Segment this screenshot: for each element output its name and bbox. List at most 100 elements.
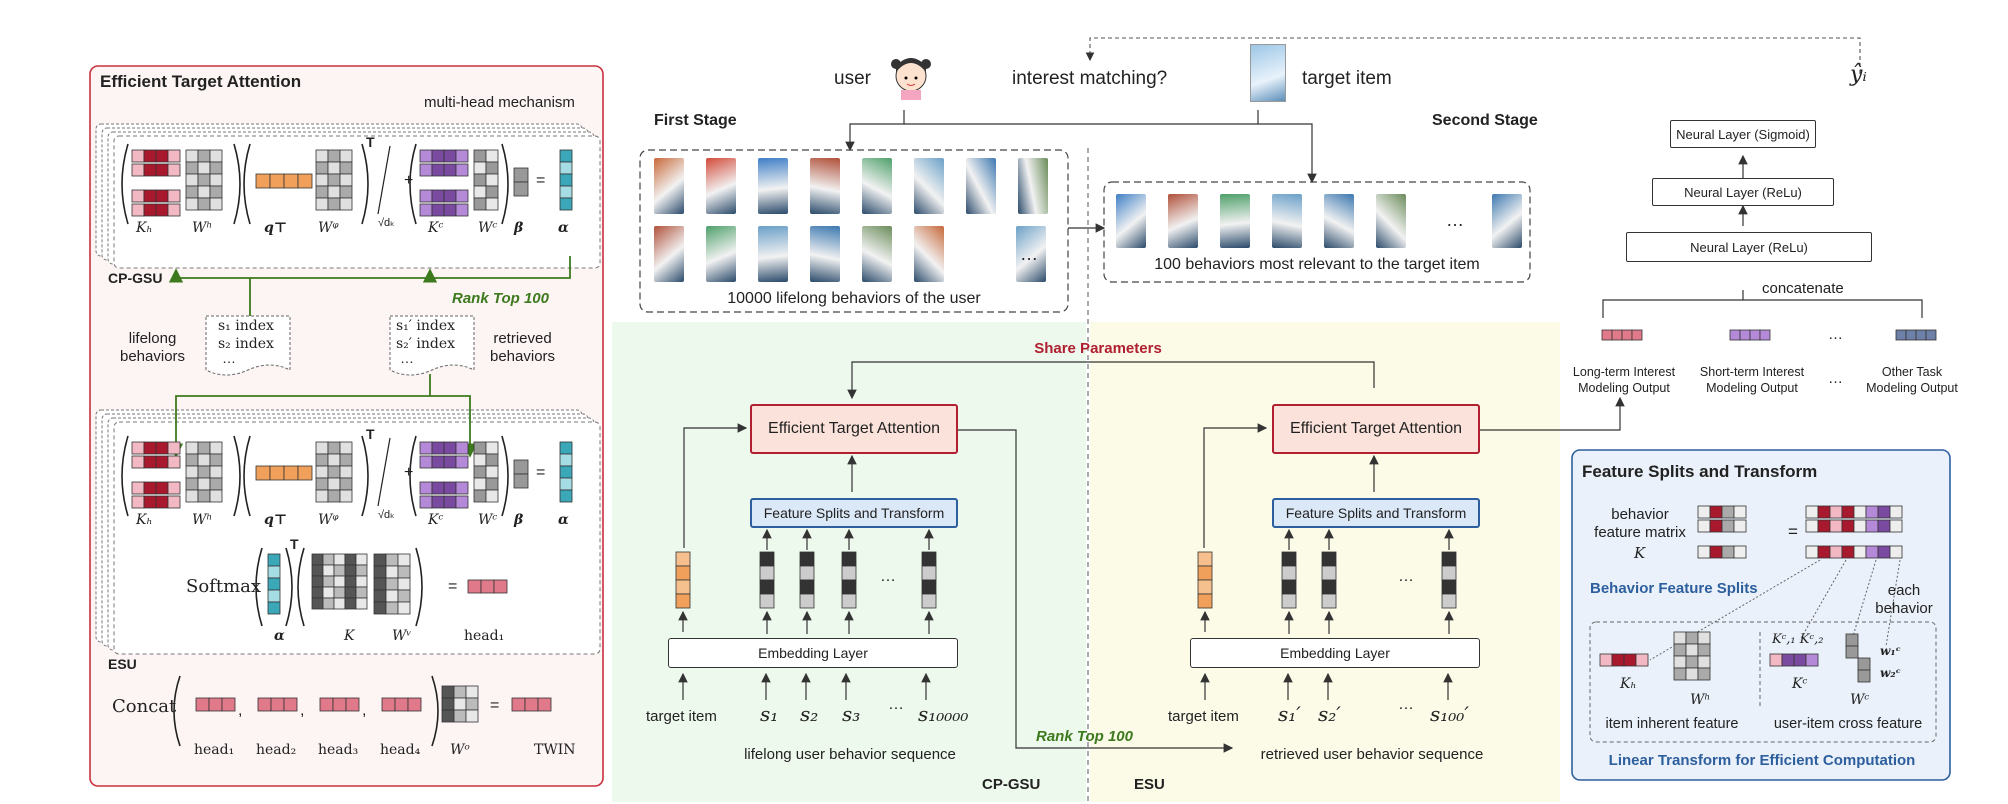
target-item-label-R: target item (1168, 708, 1239, 725)
fs-split-row-3 (1805, 545, 1903, 559)
panel-title: Efficient Target Attention (100, 72, 302, 91)
lifelong-behavior-thumb-r1-6 (914, 158, 944, 214)
cpgsu-formula-wh-matrix (185, 149, 223, 211)
feature-splits-panel (1571, 449, 1951, 781)
esu-formula-paren-l3 (409, 435, 417, 517)
eta-box-esu: Efficient Target Attention (1272, 404, 1480, 454)
wv-label: Wᵛ (392, 628, 412, 644)
interest-matching-label: interest matching? (1012, 68, 1168, 89)
s1-index: s₁ index (218, 318, 274, 334)
esu-formula-paren-l2 (243, 435, 251, 517)
esu-formula-paren-r2 (361, 435, 369, 517)
seq-right-4: s₁₀₀′ (1430, 702, 1469, 726)
relevant-behavior-thumb-1 (1116, 194, 1146, 248)
cpgsu-formula-label-alpha: α (558, 220, 569, 236)
lifelong-ellipsis: … (1020, 244, 1038, 264)
esu-stage-label: ESU (1134, 776, 1165, 793)
fs-wh-label: Wʰ (1690, 692, 1711, 708)
eta-box-cpgsu: Efficient Target Attention (750, 404, 958, 454)
esu-formula-plus: + (404, 464, 414, 481)
concat-head-label-1: head₁ (194, 742, 235, 758)
fs-wc-col2 (1857, 657, 1871, 683)
rank-top-100-label: Rank Top 100 (1036, 728, 1133, 745)
cpgsu-formula-kc-r4 (419, 203, 469, 217)
neural-layer-relu-1: Neural Layer (ReLu) (1652, 178, 1834, 206)
esu-formula-kh-r2 (131, 455, 181, 469)
fs-panel-title: Feature Splits and Transform (1582, 462, 1818, 481)
cpgsu-formula-wq-matrix (315, 149, 353, 211)
concat-label: Concat (112, 696, 177, 717)
softmax-paren-l (255, 547, 263, 627)
fs-equals: = (1788, 522, 1798, 541)
cpgsu-formula-kh-r2 (131, 163, 181, 177)
index-ellipsis: … (222, 350, 236, 366)
short-term-output-label: Short-term Interest Modeling Output (1699, 365, 1805, 395)
lifelong-behavior-thumb-r1-2 (706, 158, 736, 214)
share-parameters-label: Share Parameters (1034, 340, 1162, 357)
target-item-label: target item (1302, 68, 1392, 89)
cpgsu-formula-kh-r4 (131, 203, 181, 217)
seq-right-3: … (1398, 696, 1414, 713)
softmax-paren-l2 (297, 547, 305, 627)
softmax-wv-matrix (373, 553, 411, 615)
concatenate-label: concatenate (1762, 280, 1844, 297)
concat-head-vector-1 (195, 697, 236, 712)
relevant-behavior-thumb-4 (1272, 194, 1302, 248)
retrieved-sequence-label: retrieved user behavior sequence (1260, 746, 1484, 763)
concat-head-vector-2 (257, 697, 298, 712)
seq-left-5: s₁₀₀₀₀ (918, 702, 969, 726)
fs-k-row-1 (1697, 505, 1747, 519)
lifelong-behavior-thumb-r2-3 (758, 226, 788, 282)
tokens-ellipsis-L: … (880, 568, 896, 585)
target-token-L (675, 551, 691, 609)
lifelong-behavior-thumb-r1-8 (1018, 158, 1048, 214)
target-item-image (1250, 44, 1286, 102)
cpgsu-formula-wc-matrix (473, 149, 499, 211)
twin-label: TWIN (534, 742, 576, 758)
concat-comma-1: , (238, 702, 243, 719)
cpgsu-formula-label-beta: β (514, 220, 524, 236)
fst-box-cpgsu: Feature Splits and Transform (750, 498, 958, 528)
cpgsu-formula-paren-l3 (409, 143, 417, 225)
lifelong-behavior-thumb-r2-4 (810, 226, 840, 282)
item-inherent-feature-label: item inherent feature (1605, 716, 1739, 732)
softmax-head1-vector (467, 579, 508, 594)
lifelong-behavior-thumb-r1-4 (810, 158, 840, 214)
esu-formula-label-beta: β (514, 512, 524, 528)
seq-left-4: … (888, 696, 904, 713)
first-stage-label: First Stage (654, 112, 737, 129)
cpgsu-formula-plus: + (404, 172, 414, 189)
fs-split-row-1 (1805, 505, 1903, 519)
esu-formula-wc-matrix (473, 441, 499, 503)
esu-formula-alpha-vector (559, 441, 573, 503)
long-term-output-vector (1601, 329, 1643, 341)
cpgsu-formula-paren-l2 (243, 143, 251, 225)
cpgsu-formula-label-wh: Wʰ (192, 220, 213, 236)
relevant-behavior-thumb-6 (1376, 194, 1406, 248)
behavior-feature-splits-label: Behavior Feature Splits (1590, 580, 1758, 597)
s1p-index: s₁′ index (396, 318, 456, 334)
cpgsu-formula-label-kh: Kₕ (136, 220, 153, 236)
seq-left-3: s₃ (842, 702, 861, 726)
lifelong-sequence-label: lifelong user behavior sequence (744, 746, 956, 763)
softmax-transpose-mark: T (290, 536, 299, 552)
behavior-token-R-2 (1321, 551, 1337, 609)
fs-k-row-2 (1697, 519, 1747, 533)
esu-formula-label-kh: Kₕ (136, 512, 153, 528)
fs-wc-col1 (1845, 633, 1859, 659)
esu-formula-beta-vector (513, 459, 529, 489)
fs-wc-label: Wᶜ (1850, 692, 1870, 708)
user-item-cross-feature-label: user-item cross feature (1773, 716, 1923, 732)
fs-w2-label: w₂ᶜ (1880, 666, 1901, 680)
concat-comma-3: , (362, 702, 367, 719)
esu-formula-wq-matrix (315, 441, 353, 503)
equals-softmax: = (448, 578, 458, 595)
behavior-token-R-1 (1281, 551, 1297, 609)
esu-formula-sqrt-dk: √dₖ (378, 509, 395, 521)
esu-formula-kh-r4 (131, 495, 181, 509)
fs-kh-label: Kₕ (1620, 676, 1637, 692)
softmax-paren-r (285, 547, 293, 627)
fs-kc-row (1769, 653, 1819, 667)
s2-index: s₂ index (218, 336, 274, 352)
